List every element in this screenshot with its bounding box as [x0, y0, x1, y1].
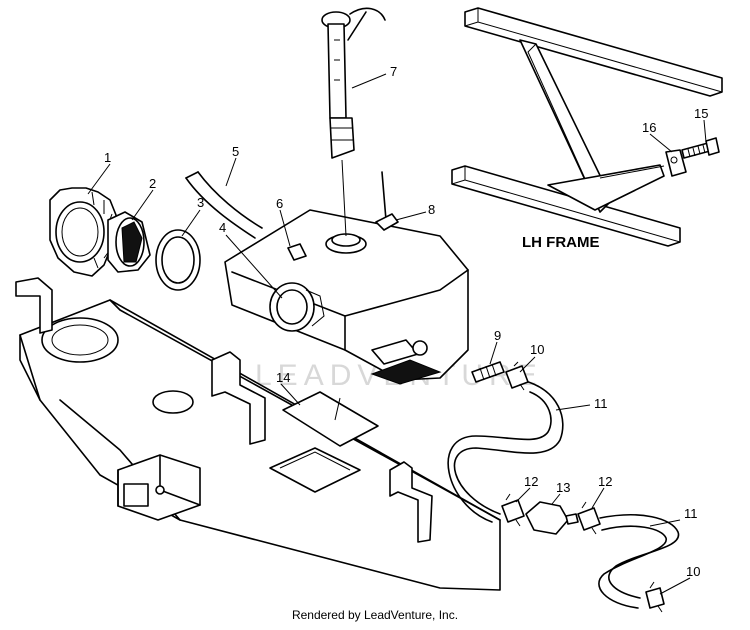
callout-11-lower: 11	[684, 506, 698, 521]
callout-4: 4	[219, 220, 226, 235]
vent-valve	[375, 171, 399, 231]
callout-10-upper: 10	[530, 342, 544, 357]
fuel-line-main	[447, 379, 564, 523]
callout-8: 8	[428, 202, 435, 217]
callout-11-upper: 11	[594, 396, 608, 411]
filler-neck	[107, 211, 151, 273]
fuel-sender	[321, 7, 386, 237]
callout-14: 14	[276, 370, 290, 385]
leader-lines	[87, 73, 707, 595]
callout-1: 1	[104, 150, 111, 165]
callout-2: 2	[149, 176, 156, 191]
footer-credit: Rendered by LeadVenture, Inc.	[291, 608, 459, 622]
bracket-clamp	[665, 149, 687, 177]
callout-10-lower: 10	[686, 564, 700, 579]
fuel-tank	[224, 209, 469, 385]
callout-6: 6	[276, 196, 283, 211]
callout-7: 7	[390, 64, 397, 79]
gasket	[155, 229, 201, 291]
fuel-filter	[525, 501, 579, 535]
vent-clamp	[287, 243, 307, 261]
callout-15: 15	[694, 106, 708, 121]
bolt	[681, 137, 720, 159]
vent-hose	[185, 171, 263, 239]
pad	[282, 391, 379, 447]
fuel-line-lower	[598, 514, 680, 609]
hose-clamp-lower	[645, 581, 665, 613]
callout-16: 16	[642, 120, 656, 135]
hose-clamp-right	[577, 501, 601, 535]
lh-frame	[451, 7, 723, 247]
callout-9: 9	[494, 328, 501, 343]
lh-frame-label: LH FRAME	[522, 234, 600, 251]
hose-clamp-upper	[505, 361, 529, 391]
callout-13: 13	[556, 480, 570, 495]
chassis-frame	[15, 277, 501, 591]
callout-5: 5	[232, 144, 239, 159]
fuel-cap	[49, 187, 117, 277]
fuel-fitting	[471, 361, 505, 383]
callout-12-right: 12	[598, 474, 612, 489]
callout-12-left: 12	[524, 474, 538, 489]
callout-3: 3	[197, 195, 204, 210]
hose-clamp-left	[501, 493, 525, 527]
